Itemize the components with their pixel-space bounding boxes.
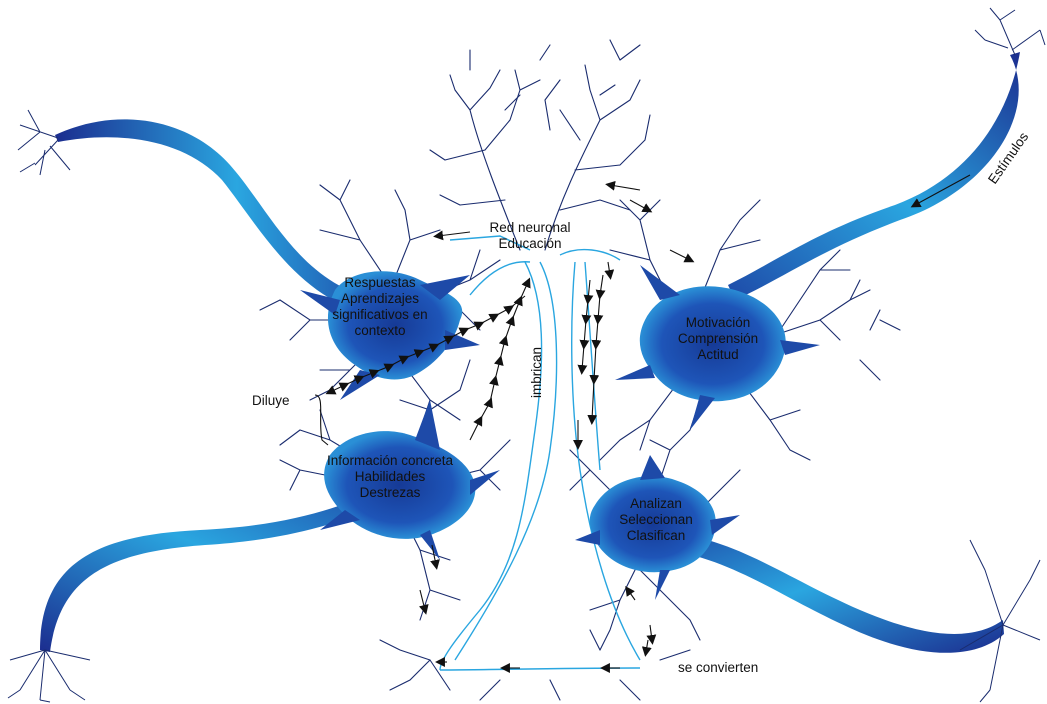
node-respuestas-line-3: significativos en [332, 307, 427, 323]
node-respuestas-line-4: contexto [332, 323, 427, 339]
node-respuestas-line-1: Respuestas [332, 275, 427, 291]
arrow-chains [315, 175, 970, 668]
edge-label-diluye: Diluye [252, 393, 290, 409]
node-motivacion-line-2: Comprensión [678, 331, 758, 347]
node-respuestas: Respuestas Aprendizajes significativos e… [332, 275, 427, 339]
node-motivacion-line-1: Motivación [678, 315, 758, 331]
edge-label-se-convierten: se convierten [678, 660, 758, 676]
node-analizan-line-2: Seleccionan [619, 512, 693, 528]
connecting-fibres [440, 236, 640, 670]
center-label-line-2: Educación [489, 236, 570, 252]
node-analizan-line-3: Clasifican [619, 528, 693, 544]
node-respuestas-line-2: Aprendizajes [332, 291, 427, 307]
axon-terminals [8, 8, 1045, 702]
edge-label-imbrican: imbrican [529, 347, 544, 398]
node-motivacion-line-3: Actitud [678, 347, 758, 363]
center-label-line-1: Red neuronal [489, 220, 570, 236]
node-informacion: Información concreta Habilidades Destrez… [327, 453, 453, 501]
node-analizan: Analizan Seleccionan Clasifican [619, 496, 693, 544]
node-informacion-line-3: Destrezas [327, 485, 453, 501]
node-informacion-line-1: Información concreta [327, 453, 453, 469]
center-label: Red neuronal Educación [489, 220, 570, 252]
node-informacion-line-2: Habilidades [327, 469, 453, 485]
node-motivacion: Motivación Comprensión Actitud [678, 315, 758, 363]
node-analizan-line-1: Analizan [619, 496, 693, 512]
